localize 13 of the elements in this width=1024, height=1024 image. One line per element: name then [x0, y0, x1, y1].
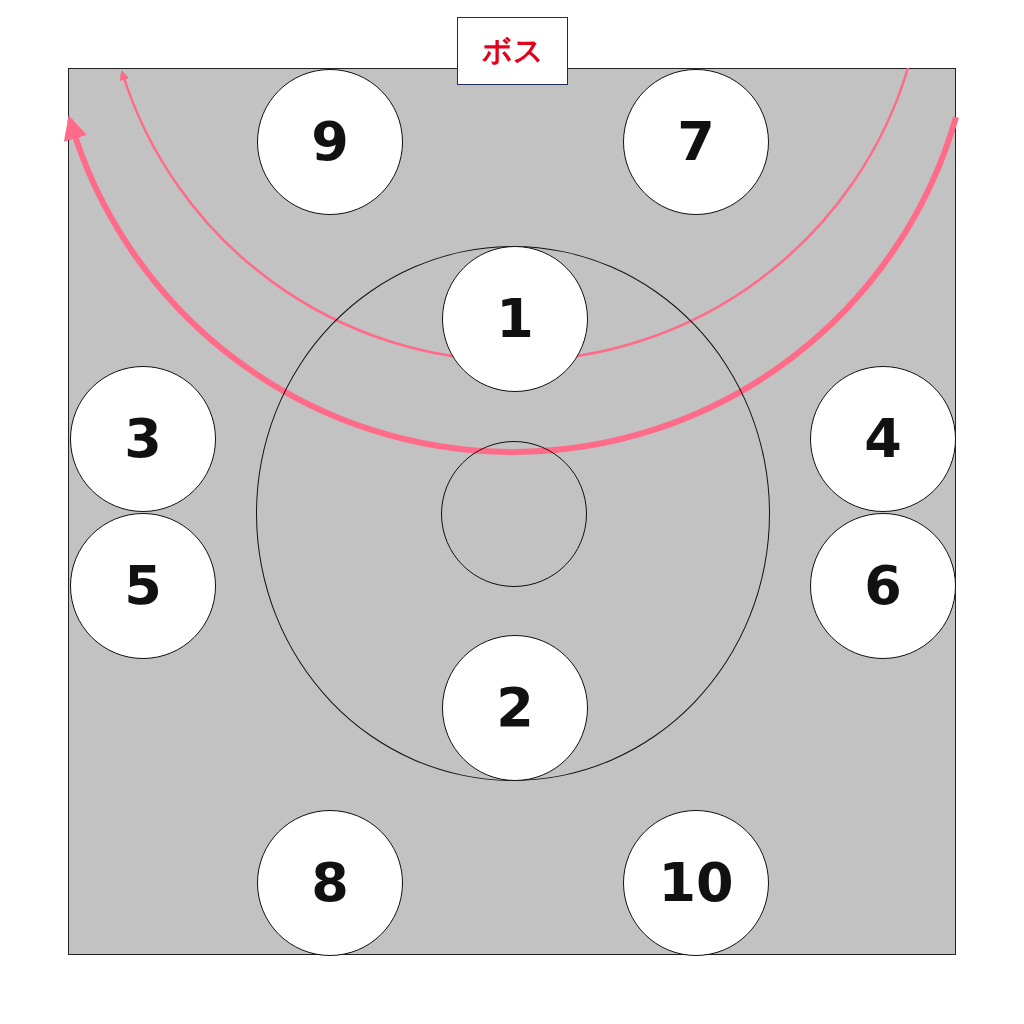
- position-number: 9: [311, 115, 349, 169]
- position-number: 5: [124, 559, 162, 613]
- position-number: 3: [124, 412, 162, 466]
- position-number: 7: [677, 115, 715, 169]
- position-number: 2: [496, 681, 534, 735]
- position-number: 6: [864, 559, 902, 613]
- boss-label: ボス: [481, 31, 544, 70]
- position-number: 8: [311, 856, 349, 910]
- position-number: 1: [496, 292, 534, 346]
- position-number: 10: [658, 856, 734, 910]
- position-number: 4: [864, 412, 902, 466]
- large-ring: [256, 246, 770, 781]
- boss-tag: [457, 17, 568, 85]
